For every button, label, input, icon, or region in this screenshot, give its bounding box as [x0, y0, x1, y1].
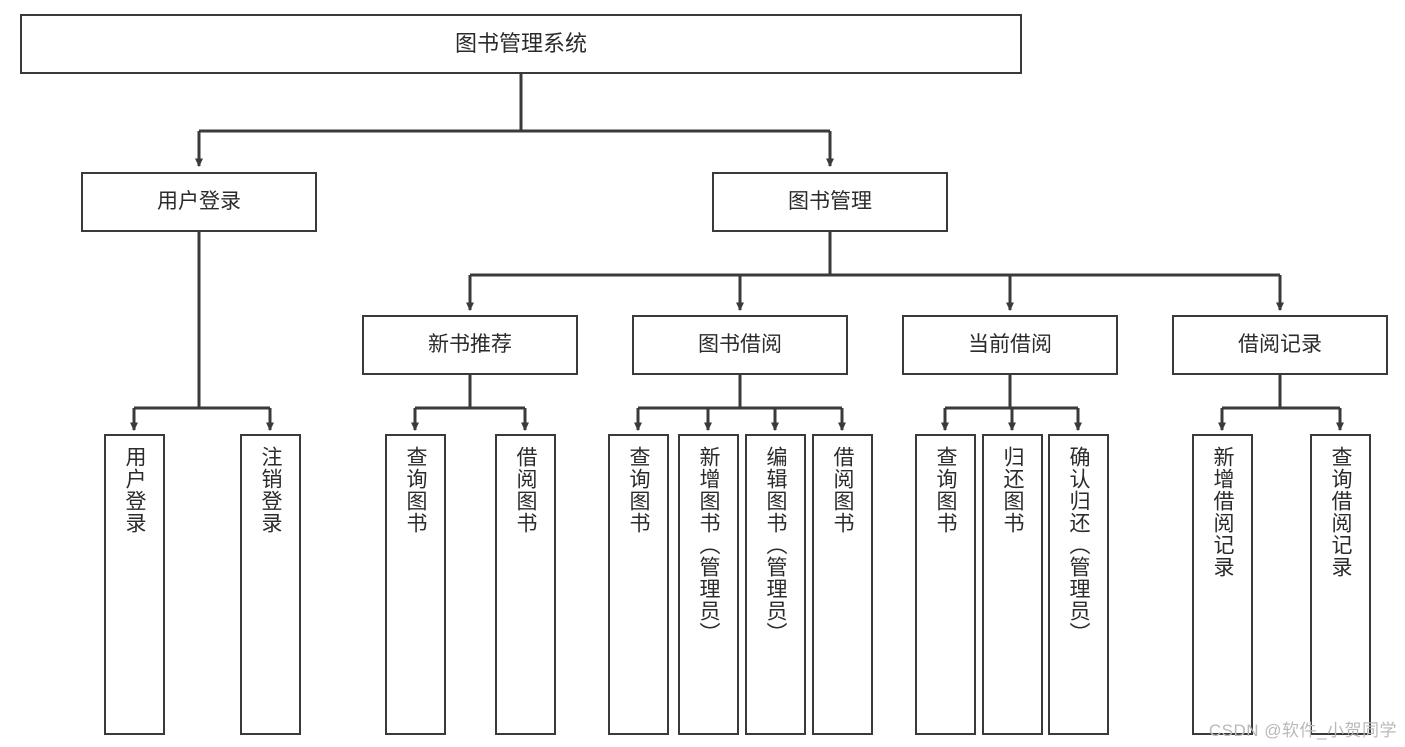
node-label: 用户登录 — [123, 446, 146, 534]
node-label: 查询图书 — [627, 446, 650, 534]
node-label: 确认归还（管理员） — [1067, 446, 1090, 644]
leaf-current-confirm-return-admin[interactable]: 确认归还（管理员） — [1048, 434, 1109, 735]
node-user-login[interactable]: 用户登录 — [81, 172, 317, 232]
watermark-text: CSDN @软件_小贺同学 — [1208, 721, 1397, 740]
node-label: 图书借阅 — [698, 332, 782, 356]
leaf-recommend-query-book[interactable]: 查询图书 — [385, 434, 446, 735]
node-label: 编辑图书（管理员） — [764, 446, 787, 644]
node-label: 查询图书 — [934, 446, 957, 534]
leaf-records-add-record[interactable]: 新增借阅记录 — [1192, 434, 1253, 735]
node-label: 新增图书（管理员） — [697, 446, 720, 644]
node-label: 注销登录 — [259, 446, 282, 534]
leaf-current-query-book[interactable]: 查询图书 — [915, 434, 976, 735]
leaf-records-query-record[interactable]: 查询借阅记录 — [1310, 434, 1371, 735]
node-label: 用户登录 — [157, 189, 241, 213]
node-label: 借阅图书 — [514, 446, 537, 534]
node-label: 新增借阅记录 — [1211, 446, 1234, 578]
node-label: 归还图书 — [1001, 446, 1024, 534]
leaf-logout[interactable]: 注销登录 — [240, 434, 301, 735]
node-book-borrow[interactable]: 图书借阅 — [632, 315, 848, 375]
node-label: 当前借阅 — [968, 332, 1052, 356]
node-current-borrow[interactable]: 当前借阅 — [902, 315, 1118, 375]
leaf-borrow-query-book[interactable]: 查询图书 — [608, 434, 669, 735]
leaf-borrow-add-book-admin[interactable]: 新增图书（管理员） — [678, 434, 739, 735]
node-label: 图书管理系统 — [454, 31, 587, 57]
leaf-recommend-borrow-book[interactable]: 借阅图书 — [495, 434, 556, 735]
node-label: 新书推荐 — [428, 332, 512, 356]
node-label: 查询借阅记录 — [1329, 446, 1352, 578]
node-new-book-recommend[interactable]: 新书推荐 — [362, 315, 578, 375]
node-label: 借阅记录 — [1238, 332, 1322, 356]
node-label: 图书管理 — [788, 189, 872, 213]
leaf-borrow-edit-book-admin[interactable]: 编辑图书（管理员） — [745, 434, 806, 735]
leaf-current-return-book[interactable]: 归还图书 — [982, 434, 1043, 735]
node-book-management[interactable]: 图书管理 — [712, 172, 948, 232]
leaf-user-login[interactable]: 用户登录 — [104, 434, 165, 735]
node-label: 查询图书 — [404, 446, 427, 534]
node-borrow-records[interactable]: 借阅记录 — [1172, 315, 1388, 375]
leaf-borrow-borrow-book[interactable]: 借阅图书 — [812, 434, 873, 735]
node-label: 借阅图书 — [831, 446, 854, 534]
node-root-system[interactable]: 图书管理系统 — [20, 14, 1022, 74]
